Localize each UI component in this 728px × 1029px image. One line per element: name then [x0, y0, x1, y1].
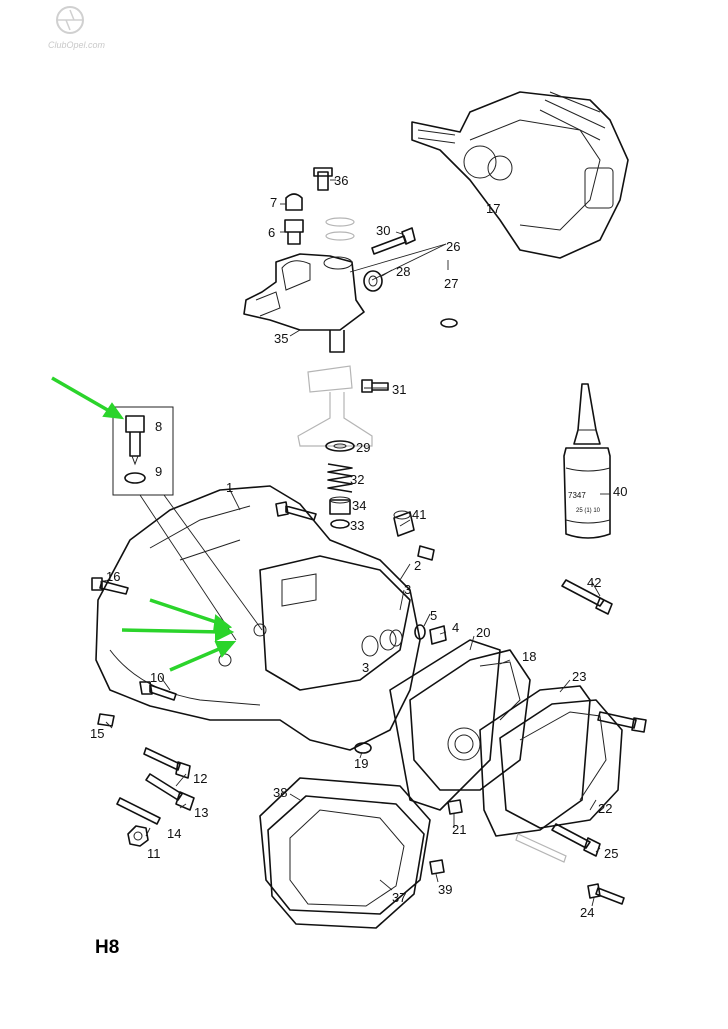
- highlight-arrows: [51, 376, 237, 672]
- sensor-inset-box: [112, 406, 174, 496]
- label-23: 23: [572, 669, 586, 684]
- label-7: 7: [270, 195, 277, 210]
- nut-11: [127, 825, 149, 847]
- label-22: 22: [598, 801, 612, 816]
- bolt-42: [561, 579, 613, 615]
- label-37: 37: [392, 890, 406, 905]
- label-12: 12: [193, 771, 207, 786]
- label-9: 9: [155, 464, 162, 479]
- bolt-30: [371, 227, 416, 255]
- gearbox-internals-17: [411, 91, 629, 259]
- cap-7: [285, 193, 303, 211]
- label-14: 14: [167, 826, 181, 841]
- label-18: 18: [522, 649, 536, 664]
- bolt-14: [116, 797, 161, 825]
- plug-19: [354, 742, 372, 754]
- label-19: 19: [354, 756, 368, 771]
- bolt-13: [145, 773, 195, 811]
- arrow-to-sensor: [51, 376, 125, 420]
- diagram-title: H8: [95, 937, 119, 958]
- washer-29: [325, 440, 355, 452]
- label-39: 39: [438, 882, 452, 897]
- label-3a: 3: [404, 582, 411, 597]
- label-20: 20: [476, 625, 490, 640]
- pin-15: [97, 713, 115, 727]
- drain-plug-39: [429, 859, 445, 875]
- label-24: 24: [580, 905, 594, 920]
- label-16: 16: [106, 569, 120, 584]
- label-25: 25: [604, 846, 618, 861]
- plug-6: [284, 219, 304, 245]
- sump-37: [267, 795, 425, 929]
- cover-18: [409, 649, 531, 791]
- bolt-31: [361, 379, 389, 393]
- label-42: 42: [587, 575, 601, 590]
- label-32: 32: [350, 472, 364, 487]
- plug-4: [429, 625, 447, 645]
- bolt-top-housing: [275, 501, 317, 521]
- label-34: 34: [352, 498, 366, 513]
- label-33: 33: [350, 518, 364, 533]
- selector-fork-ghost: [297, 365, 373, 447]
- label-31: 31: [392, 382, 406, 397]
- spring-32: [327, 463, 353, 493]
- bolt-25: [551, 823, 601, 857]
- cover-22: [499, 699, 623, 829]
- bolt-21: [447, 799, 463, 815]
- label-4: 4: [452, 620, 459, 635]
- label-10: 10: [150, 670, 164, 685]
- label-27: 27: [444, 276, 458, 291]
- bottle-code: 7347: [568, 491, 586, 500]
- label-26: 26: [446, 239, 460, 254]
- transmission-housing-1: [95, 485, 421, 751]
- label-17: 17: [486, 201, 500, 216]
- label-8: 8: [155, 419, 162, 434]
- arrow-housing-2: [121, 622, 235, 642]
- pin-right: [417, 545, 435, 561]
- watermark-logo: ClubOpel.com: [48, 6, 106, 50]
- label-41: 41: [412, 507, 426, 522]
- selector-housing-35: [243, 253, 365, 353]
- bolt-cover-right: [597, 711, 647, 733]
- label-5: 5: [430, 608, 437, 623]
- cup-34: [329, 496, 351, 515]
- bolt-10: [139, 681, 177, 701]
- label-1: 1: [226, 480, 233, 495]
- label-38: 38: [273, 785, 287, 800]
- label-2: 2: [414, 558, 421, 573]
- gasket-23: [479, 685, 591, 837]
- bolt-16: [91, 577, 129, 595]
- part-labels: 1 2 3 3 4 5 6 7 8 9 10 11 12 13 14 15 16…: [90, 173, 627, 920]
- washer-5: [414, 624, 426, 640]
- clip-33: [330, 519, 350, 529]
- label-6: 6: [268, 225, 275, 240]
- arrow-housing-3: [169, 641, 237, 672]
- label-11: 11: [147, 846, 161, 861]
- leader-lines: [99, 179, 610, 907]
- label-13: 13: [194, 805, 208, 820]
- label-28: 28: [396, 264, 410, 279]
- gasket-20: [389, 639, 501, 811]
- bolt-24: [587, 883, 625, 905]
- bush-41: [393, 510, 415, 537]
- stud-ghost: [515, 833, 567, 863]
- label-21: 21: [452, 822, 466, 837]
- label-35: 35: [274, 331, 288, 346]
- bolt-36: [313, 167, 333, 191]
- label-36: 36: [334, 173, 348, 188]
- bolt-12: [143, 747, 191, 779]
- bottle-sub: 25 (1) 10: [576, 508, 601, 514]
- label-15: 15: [90, 726, 104, 741]
- gasket-38: [259, 777, 431, 915]
- label-3b: 3: [362, 660, 369, 675]
- watermark-text: ClubOpel.com: [48, 40, 106, 50]
- label-40: 40: [613, 484, 627, 499]
- label-29: 29: [356, 440, 370, 455]
- seal-28: [363, 270, 383, 292]
- washer-27: [440, 318, 458, 328]
- sealant-bottle-40: 7347 25 (1) 10: [563, 383, 611, 539]
- label-30: 30: [376, 223, 390, 238]
- seal-rings-26: [325, 217, 355, 241]
